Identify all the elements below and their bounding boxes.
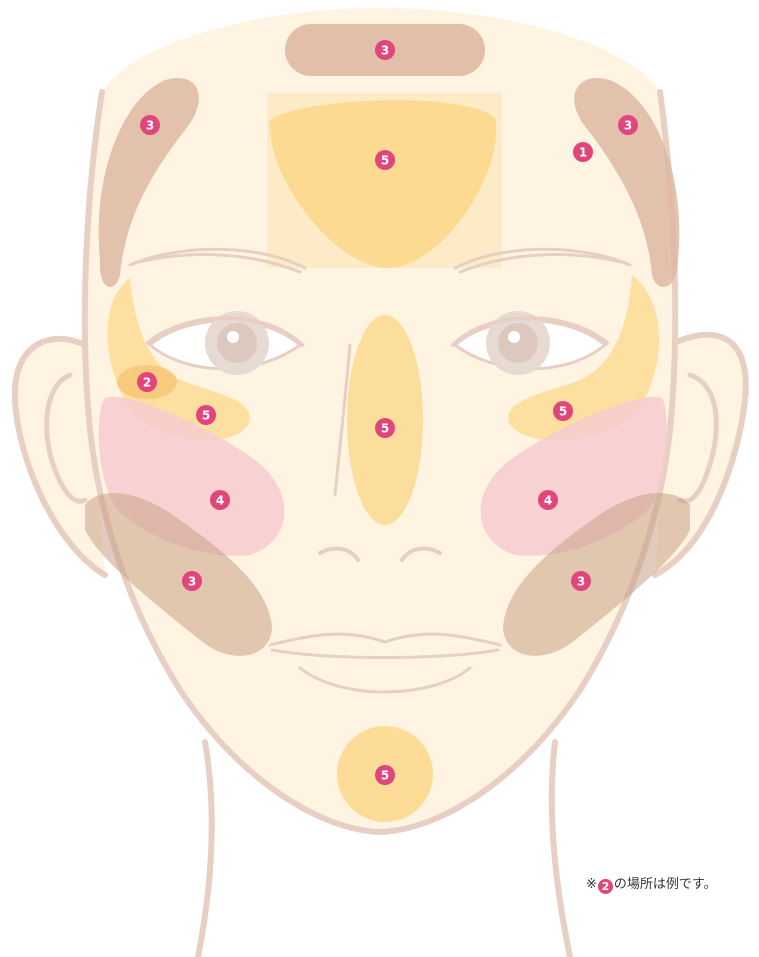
footnote-prefix: ※: [586, 877, 597, 892]
svg-text:2: 2: [143, 376, 151, 390]
svg-text:5: 5: [381, 154, 389, 168]
svg-text:1: 1: [579, 146, 587, 160]
footnote-number-badge: 2: [598, 879, 613, 894]
pupil-right: [498, 323, 538, 363]
badge-z4-cheek-right: 4: [538, 490, 558, 510]
badge-z5-nose: 5: [375, 418, 395, 438]
neck-line-left: [198, 742, 212, 957]
svg-text:4: 4: [216, 494, 224, 508]
eye-highlight-right: [508, 331, 520, 343]
svg-text:5: 5: [202, 409, 210, 423]
svg-text:3: 3: [146, 119, 154, 133]
badge-z3-jaw-left: 3: [182, 571, 202, 591]
svg-text:3: 3: [624, 119, 632, 133]
footnote-text: の場所は例です。: [614, 877, 717, 892]
badge-z3-jaw-right: 3: [571, 571, 591, 591]
badge-z4-cheek-left: 4: [210, 490, 230, 510]
svg-text:5: 5: [381, 422, 389, 436]
badge-z3-temple-right: 3: [618, 115, 638, 135]
svg-text:4: 4: [544, 494, 552, 508]
pupil-left: [217, 323, 257, 363]
eye-highlight-left: [227, 331, 239, 343]
badge-z1-forehead: 1: [573, 142, 593, 162]
badge-z3-temple-left: 3: [140, 115, 160, 135]
badge-z5-under-eye-right: 5: [553, 401, 573, 421]
badge-z5-under-eye-left: 5: [196, 405, 216, 425]
svg-text:3: 3: [188, 575, 196, 589]
badge-z2-eye-corner: 2: [137, 372, 157, 392]
badge-z3-forehead-top: 3: [375, 40, 395, 60]
badge-z5-chin: 5: [375, 765, 395, 785]
badge-z5-forehead: 5: [375, 150, 395, 170]
svg-text:5: 5: [559, 405, 567, 419]
svg-text:3: 3: [381, 44, 389, 58]
neck-line-right: [552, 742, 570, 957]
svg-text:5: 5: [381, 769, 389, 783]
svg-text:3: 3: [577, 575, 585, 589]
